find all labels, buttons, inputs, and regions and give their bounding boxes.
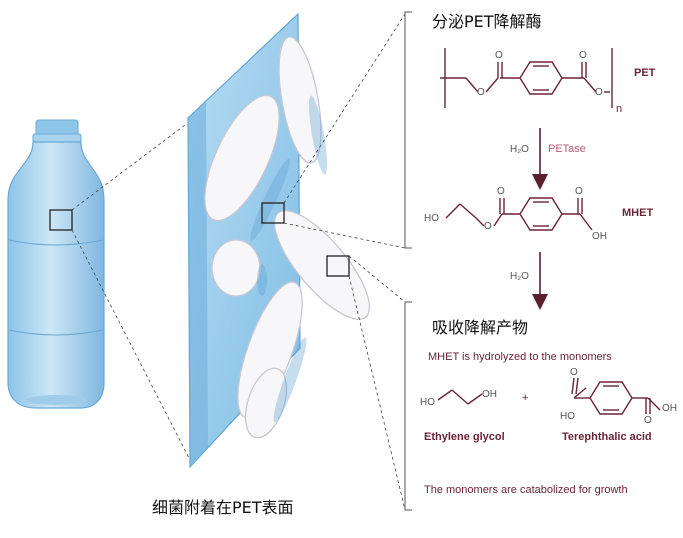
pet-o-label-3: O — [579, 50, 587, 61]
hydrolysis-caption: MHET is hydrolyzed to the monomers — [428, 351, 612, 363]
bacteria-attach-label: 细菌附着在PET表面 — [152, 498, 294, 517]
tpa-o-label-2: O — [644, 415, 652, 426]
bacteria-cluster — [204, 36, 371, 439]
pet-name-label: PET — [634, 67, 656, 79]
plastic-bottle — [7, 119, 105, 409]
bacterium-6 — [244, 367, 288, 439]
eg-oh-label: OH — [482, 389, 497, 400]
plus-sign: + — [522, 392, 529, 404]
absorb-zoom-box — [326, 255, 350, 277]
terephthalic-acid-structure — [571, 377, 661, 415]
zoom-lines-left — [71, 124, 191, 461]
pet-o-label-2: O — [477, 87, 485, 98]
tpa-ho-label: HO — [560, 411, 575, 422]
zoom-lines-right — [283, 13, 406, 511]
enzyme-zoom-box — [261, 202, 285, 224]
reaction-brackets — [404, 11, 412, 511]
mhet-oh-label: OH — [592, 231, 607, 242]
bacterium-2 — [204, 94, 280, 222]
h2o-label-2: H₂O — [510, 271, 529, 282]
mhet-o-label-2: O — [484, 221, 492, 232]
bacterium-3 — [211, 239, 261, 297]
mhet-name-label: MHET — [622, 207, 654, 219]
eg-ho-label: HO — [420, 397, 435, 408]
bacteria-shadows — [250, 95, 328, 423]
pet-subscript-n: n — [616, 103, 623, 115]
ethylene-glycol-label: Ethylene glycol — [424, 431, 505, 443]
bottle-zoom-box — [49, 209, 73, 231]
ethylene-glycol-structure — [437, 389, 483, 405]
h2o-label-1: H₂O — [510, 144, 529, 155]
secrete-enzyme-label: 分泌PET降解酶 — [432, 12, 542, 31]
mhet-o-label-1: O — [497, 186, 505, 197]
mhet-ho-label: HO — [424, 213, 439, 224]
pet-o-label-1: O — [495, 50, 503, 61]
bacterium-4 — [273, 210, 371, 320]
terephthalic-acid-label: Terephthalic acid — [562, 431, 652, 443]
mhet-o-label-3: O — [575, 186, 583, 197]
petase-label: PETase — [548, 143, 586, 155]
pet-structure — [440, 48, 613, 108]
tpa-oh-label: OH — [662, 403, 677, 414]
tpa-o-label-1: O — [570, 367, 578, 378]
catabolism-caption: The monomers are catabolized for growth — [424, 484, 628, 496]
bacterium-1 — [278, 36, 322, 164]
absorb-products-label: 吸收降解产物 — [432, 318, 529, 337]
mhet-structure — [445, 197, 593, 231]
pet-o-label-4: O — [595, 87, 603, 98]
